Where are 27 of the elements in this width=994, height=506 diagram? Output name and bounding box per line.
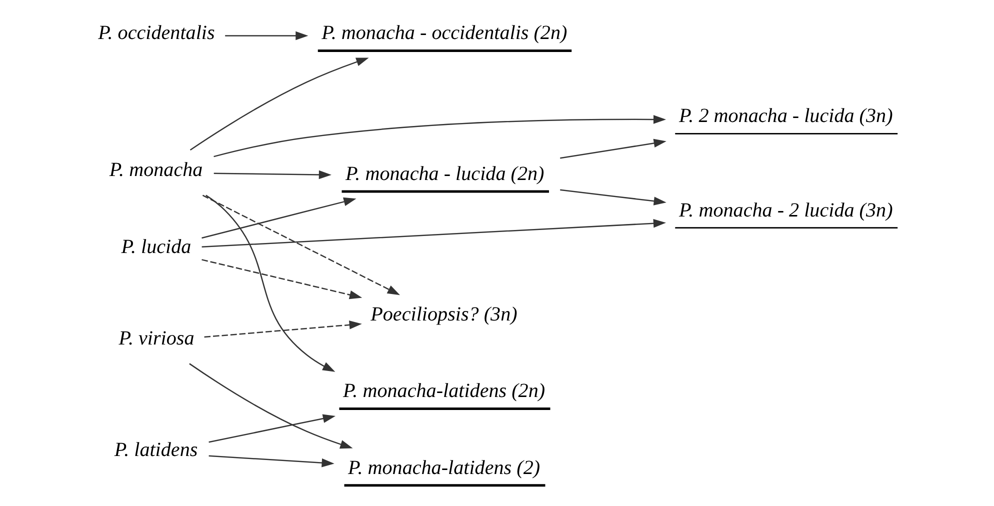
arrow: [213, 170, 331, 180]
arrow: [213, 115, 666, 158]
arrow: [208, 414, 335, 443]
node-text: Poeciliopsis? (3n): [370, 304, 517, 326]
arrow: [201, 219, 666, 248]
node-text: P. monacha-latidens (2n): [342, 380, 545, 402]
node-text: P. monacha - occidentalis (2n): [321, 22, 567, 44]
node-text: P. monacha-latidens (2): [348, 456, 540, 479]
arrow: [202, 194, 400, 296]
node-text: P. lucida: [120, 236, 191, 258]
arrow: [560, 138, 666, 159]
arrow: [201, 259, 362, 300]
arrow: [189, 58, 368, 150]
arrow: [204, 320, 362, 338]
node-text: P. viriosa: [118, 327, 194, 350]
node-text: P. monacha - 2 lucida (3n): [678, 199, 892, 222]
arrow: [208, 455, 334, 468]
node-text: P. latidens: [114, 439, 198, 462]
arrow: [188, 363, 352, 449]
arrow: [201, 197, 356, 239]
node-text: P. monacha: [108, 159, 202, 182]
node-text: P. monacha - lucida (2n): [345, 162, 544, 185]
node-text: P. 2 monacha - lucida (3n): [678, 105, 892, 128]
arrow: [205, 194, 335, 372]
arrow: [560, 189, 666, 206]
arrow: [224, 31, 308, 40]
node-text: P. occidentalis: [98, 22, 214, 44]
